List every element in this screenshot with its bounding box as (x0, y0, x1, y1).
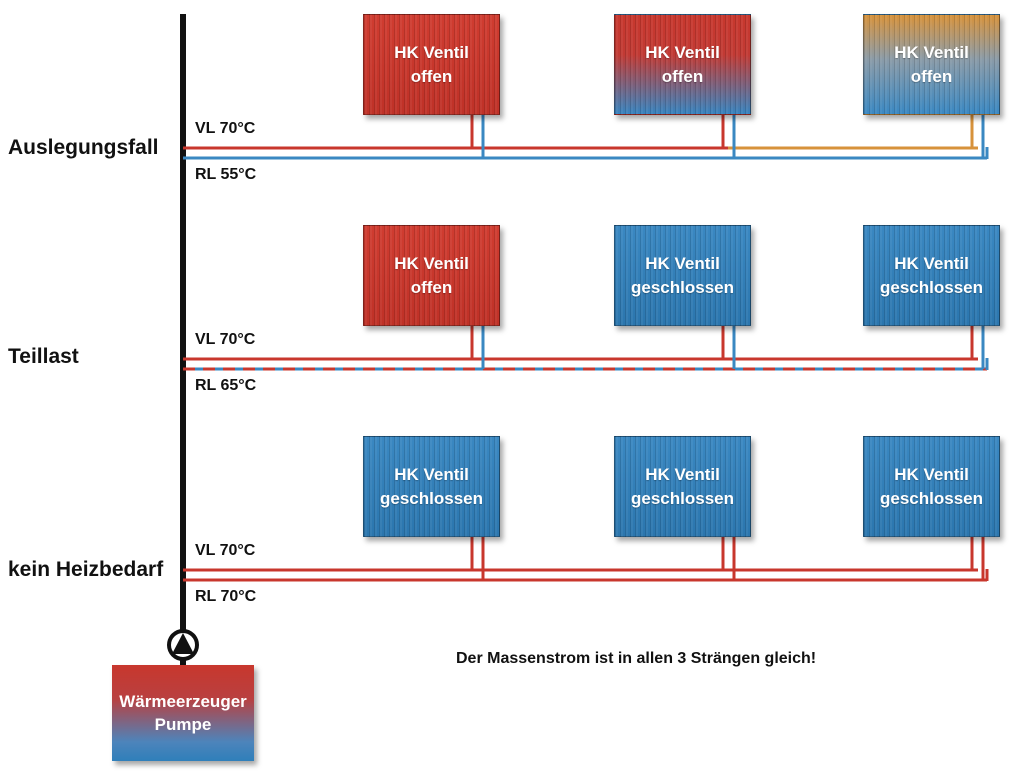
radiator-valve-label: HK Ventil (645, 42, 720, 62)
flow-temp-label: VL 70°C (195, 542, 256, 559)
scenario-label-teillast: Teillast (8, 345, 79, 368)
radiator-3-2: HK Ventil geschlossen (614, 436, 751, 537)
radiator-valve-label: HK Ventil (645, 253, 720, 273)
scenario-label-kein-heizbedarf: kein Heizbedarf (8, 558, 164, 581)
radiator-valve-state: geschlossen (880, 488, 983, 508)
radiator-valve-state: geschlossen (631, 488, 734, 508)
radiator-valve-label: HK Ventil (394, 253, 469, 273)
pump-icon (167, 629, 199, 661)
scenario-label-auslegungsfall: Auslegungsfall (8, 136, 159, 159)
radiator-valve-label: HK Ventil (894, 253, 969, 273)
radiator-1-1: HK Ventil offen (363, 14, 500, 115)
radiator-2-1: HK Ventil offen (363, 225, 500, 326)
radiator-valve-state: geschlossen (631, 277, 734, 297)
radiator-2-2: HK Ventil geschlossen (614, 225, 751, 326)
flow-temp-label: VL 70°C (195, 120, 256, 137)
radiator-valve-label: HK Ventil (894, 42, 969, 62)
radiator-1-3: HK Ventil offen (863, 14, 1000, 115)
radiator-valve-label: HK Ventil (645, 464, 720, 484)
flow-temp-label: VL 70°C (195, 331, 256, 348)
mass-flow-note: Der Massenstrom ist in allen 3 Strängen … (456, 650, 817, 667)
radiator-valve-state: offen (661, 66, 704, 86)
radiator-3-3: HK Ventil geschlossen (863, 436, 1000, 537)
radiator-valve-state: geschlossen (380, 488, 483, 508)
return-temp-label: RL 65°C (195, 377, 257, 394)
heat-generator: Wärmeerzeuger Pumpe (112, 665, 254, 761)
radiator-1-2: HK Ventil offen (614, 14, 751, 115)
radiator-valve-state: geschlossen (880, 277, 983, 297)
radiator-2-3: HK Ventil geschlossen (863, 225, 1000, 326)
radiator-valve-state: offen (410, 277, 453, 297)
radiator-valve-label: HK Ventil (394, 464, 469, 484)
radiator-valve-label: HK Ventil (394, 42, 469, 62)
radiator-valve-state: offen (410, 66, 453, 86)
pump-label: Pumpe (154, 715, 212, 734)
radiator-valve-label: HK Ventil (894, 464, 969, 484)
return-temp-label: RL 55°C (195, 166, 257, 183)
return-temp-label: RL 70°C (195, 588, 257, 605)
generator-label: Wärmeerzeuger (119, 692, 247, 711)
radiator-valve-state: offen (910, 66, 953, 86)
radiator-3-1: HK Ventil geschlossen (363, 436, 500, 537)
